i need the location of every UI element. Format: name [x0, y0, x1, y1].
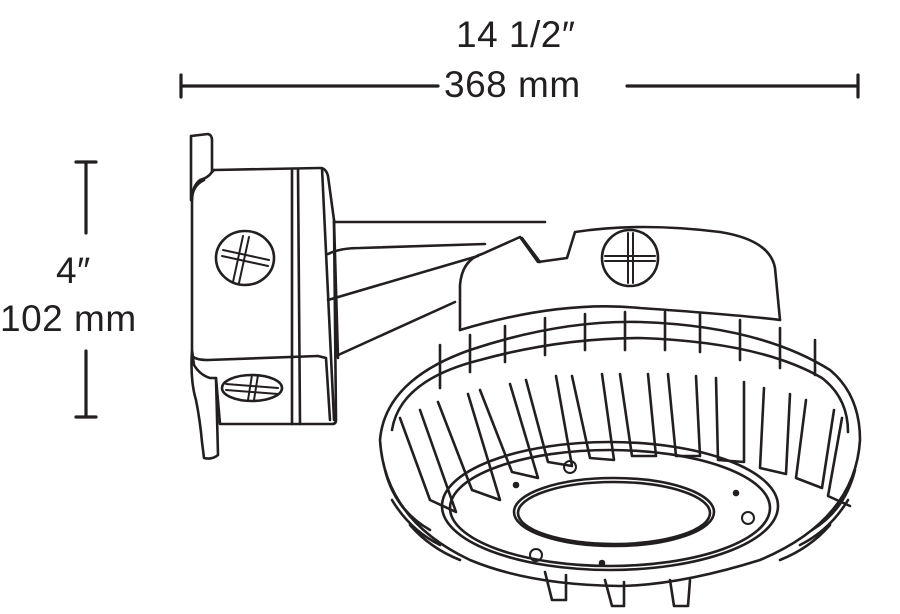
height-dimension-metric: 102 mm	[0, 298, 137, 339]
width-dimension-line	[179, 73, 860, 99]
width-dimension-metric: 368 mm	[444, 64, 581, 105]
junction-box	[189, 132, 338, 460]
heat-sink	[378, 310, 862, 608]
driver-housing	[458, 225, 782, 332]
height-dimension-line	[74, 160, 98, 419]
height-dimension-imperial: 4″	[56, 250, 91, 291]
mounting-arm	[326, 218, 547, 360]
width-dimension-imperial: 14 1/2″	[456, 14, 576, 55]
lens-plate	[440, 440, 780, 572]
